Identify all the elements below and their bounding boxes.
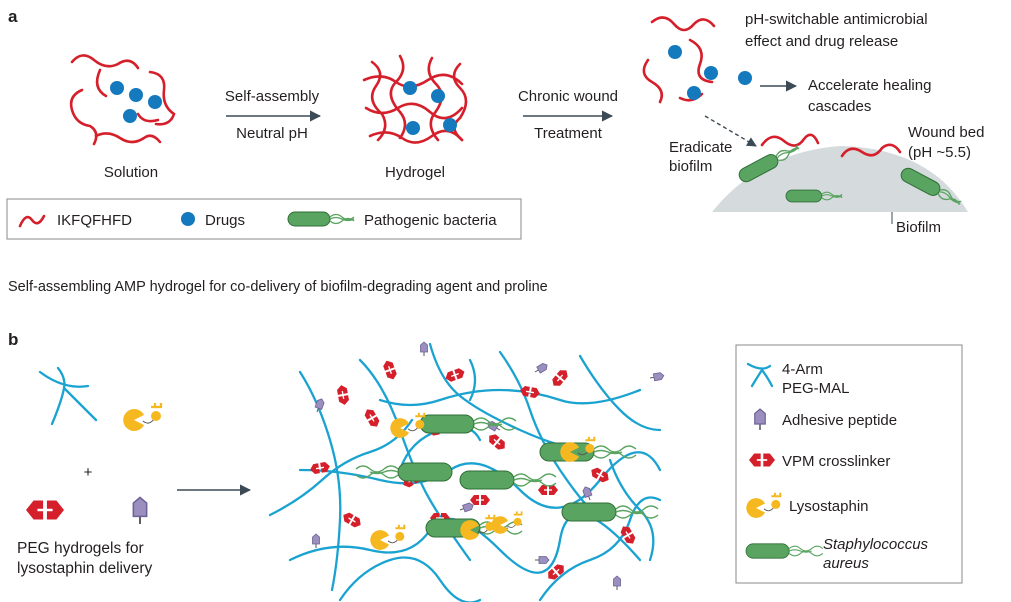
staph-legend-icon [745,543,824,559]
vpm-legend-icon [748,452,776,468]
arrow2-top-label: Chronic wound [518,88,618,105]
adhesive-legend-icon [754,408,766,431]
legend-peg-line1: 4-Arm [782,361,823,378]
healing-line2: cascades [808,98,871,115]
eradicate-line1: Eradicate [669,139,732,156]
eradicate-line2: biofilm [669,158,712,175]
lysostaphin-legend-icon [745,491,782,519]
panel-a-label: a [8,7,18,26]
healing-line1: Accelerate healing [808,77,931,94]
adhesive-illustration [132,496,148,525]
wound-line1: Wound bed [908,124,984,141]
bacteria-legend-icon [287,211,355,227]
arrow2-bottom-label: Treatment [534,125,603,142]
legend-peg-line2: PEG-MAL [782,380,850,397]
drug-legend-icon [181,212,195,226]
vpm-illustration [24,499,66,521]
legend-bacteria-label: Pathogenic bacteria [364,212,497,229]
plus-sign: + [84,464,93,481]
legend-staph-line2: aureus [823,555,869,572]
wound-line2: (pH ~5.5) [908,144,971,161]
solution-label: Solution [104,164,158,181]
panel-a-caption: Self-assembling AMP hydrogel for co-deli… [8,279,548,295]
legend-staph-line1: Staphylococcus [823,536,929,553]
panel-b-caption-line2: lysostaphin delivery [17,560,153,577]
biofilm-label: Biofilm [896,219,941,236]
hydrogel-illustration [362,54,468,144]
panel-b-caption-line1: PEG hydrogels for [17,540,144,557]
peg-legend-icon [746,362,774,388]
released-drugs-illustration [642,16,752,104]
wound-thread-1 [760,133,820,147]
lysostaphin-illustration [122,401,163,433]
panel-b-label: b [8,330,18,349]
effect-line1: pH-switchable antimicrobial [745,11,928,28]
panel-a-legend [6,198,522,240]
panel-b-legend [735,344,963,584]
arrow1-top-label: Self-assembly [225,88,320,105]
hydrogel-label: Hydrogel [385,164,445,181]
legend-adhesive-label: Adhesive peptide [782,412,897,429]
legend-vpm-label: VPM crosslinker [782,453,890,470]
peptide-legend-icon [18,214,46,228]
legend-lysostaphin-label: Lysostaphin [789,498,869,515]
legend-peptide-label: IKFQFHFD [57,212,132,229]
legend-drugs-label: Drugs [205,212,245,229]
solution-illustration [69,54,176,146]
effect-line2: effect and drug release [745,33,898,50]
eradicate-arrow [704,115,757,147]
arrow1-bottom-label: Neutral pH [236,125,308,142]
wound-thread-2 [840,143,902,158]
peg-star-illustration [38,366,98,426]
